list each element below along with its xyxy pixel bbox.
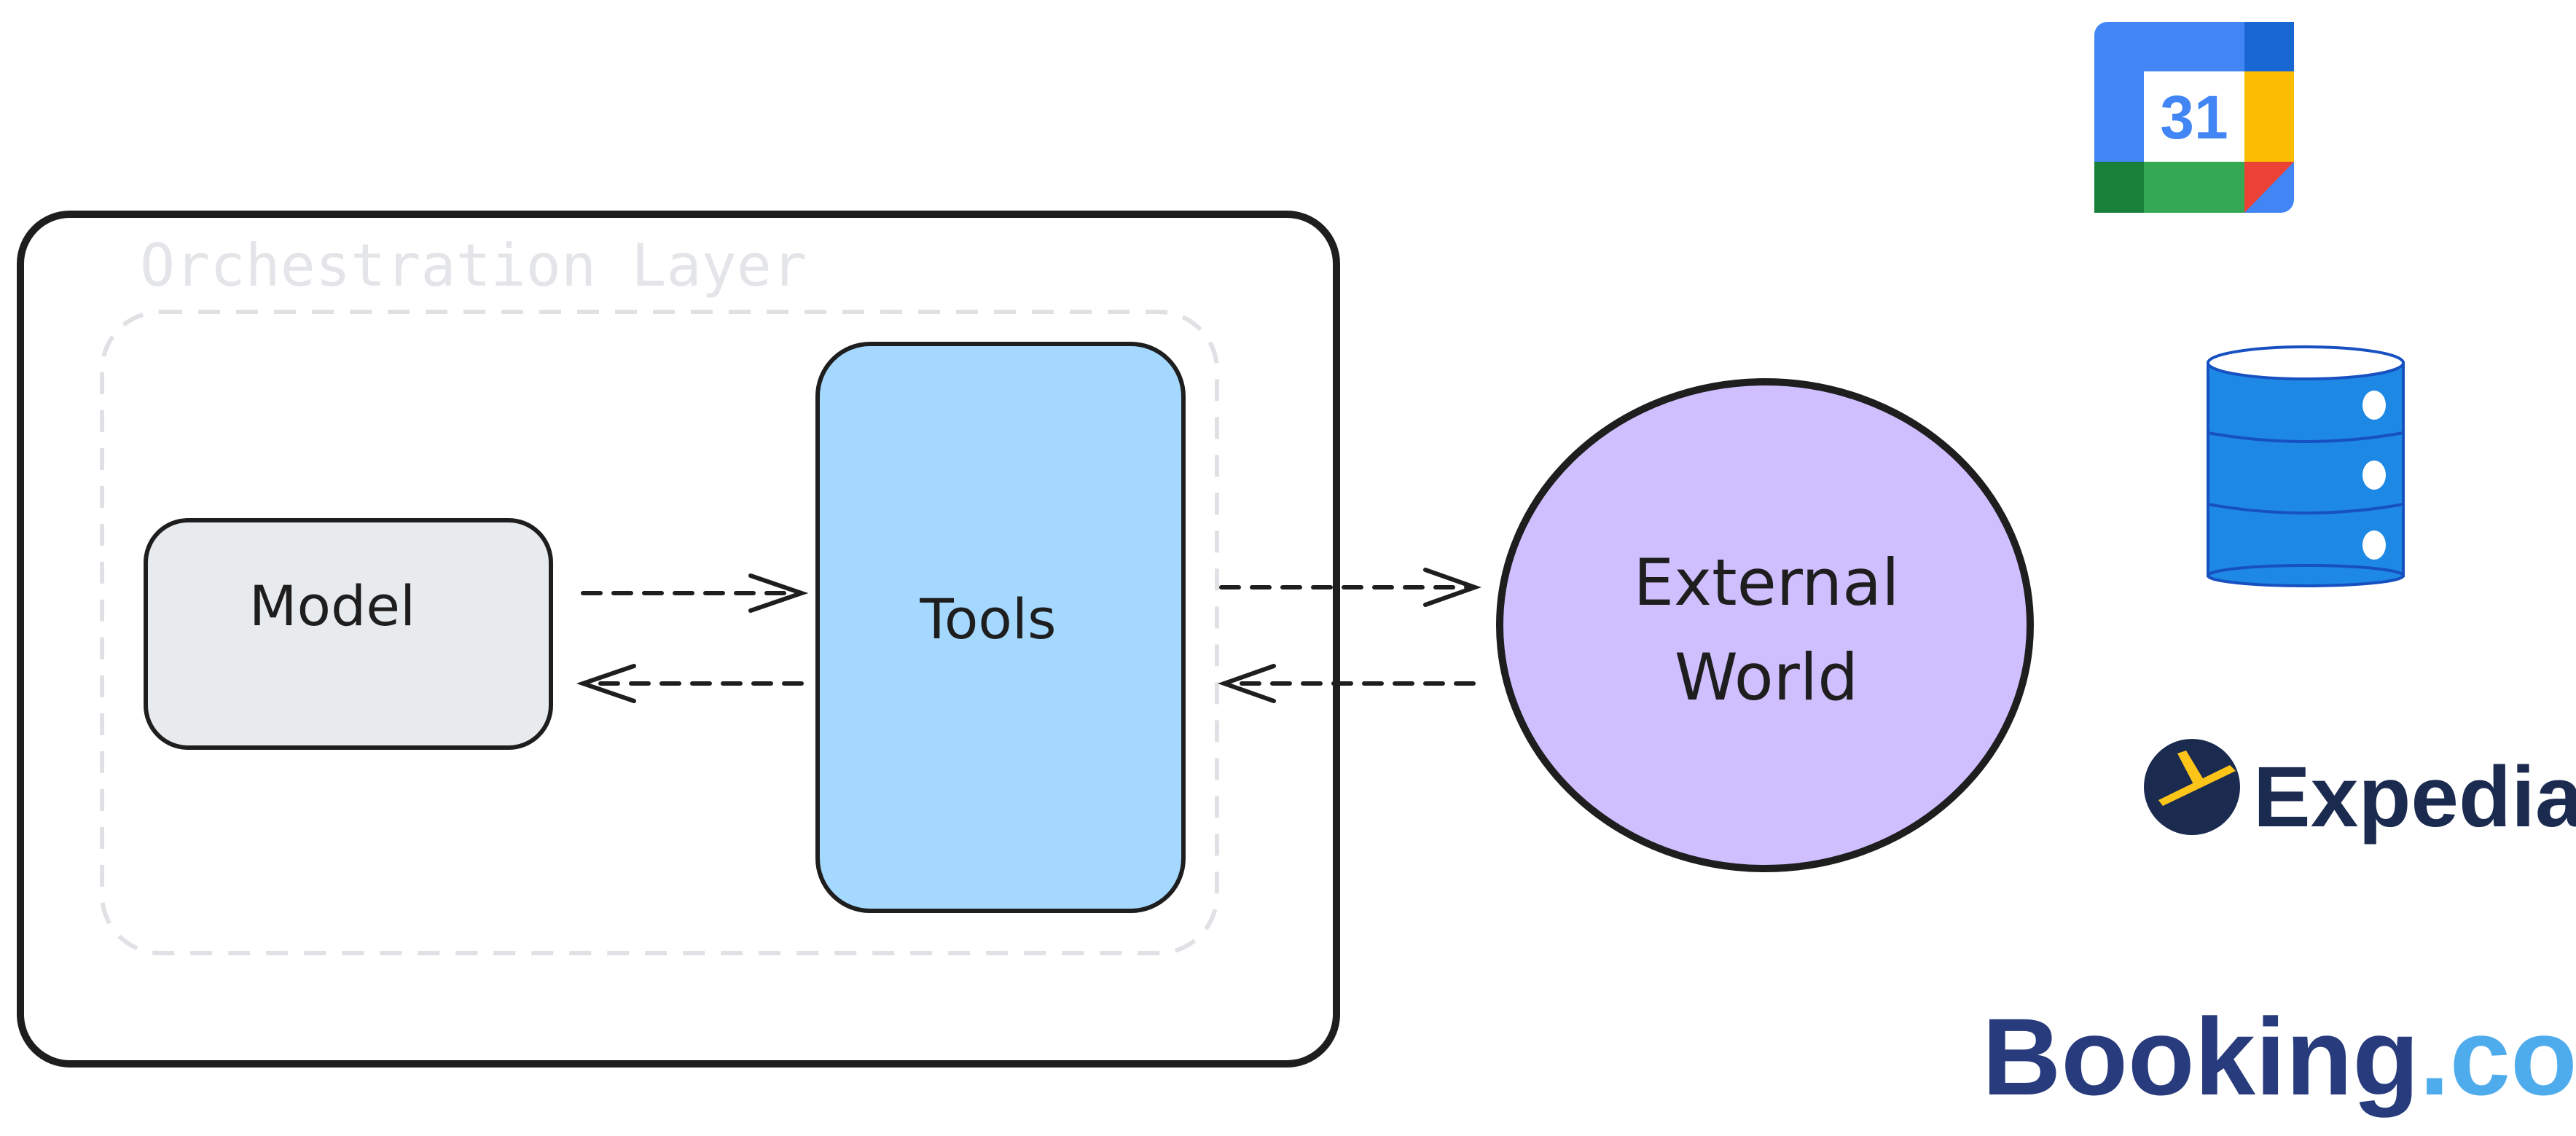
external-world-label-line1: External bbox=[1633, 545, 1899, 620]
arrow-tools-to-model bbox=[576, 664, 804, 703]
calendar-day-number: 31 bbox=[2160, 83, 2228, 152]
booking-suffix: .com bbox=[2419, 995, 2576, 1118]
tools-node: Tools bbox=[815, 342, 1186, 913]
orchestration-layer-boundary bbox=[100, 310, 1219, 955]
arrow-tools-to-external bbox=[1219, 568, 1482, 607]
arrow-external-to-tools bbox=[1217, 664, 1476, 703]
external-world-node: External World bbox=[1496, 378, 2034, 872]
model-label: Model bbox=[249, 573, 415, 638]
external-world-label-line2: World bbox=[1675, 640, 1858, 715]
expedia-logo: Expedia bbox=[2144, 739, 2576, 845]
arrow-model-to-tools bbox=[581, 573, 809, 613]
tools-label: Tools bbox=[919, 587, 1056, 651]
booking-logo: Booking.com bbox=[1982, 995, 2576, 1118]
database-icon bbox=[2207, 345, 2405, 587]
booking-wordmark: Booking bbox=[1982, 995, 2419, 1118]
svg-text:Booking.com: Booking.com bbox=[1982, 995, 2576, 1118]
orchestration-layer-label: Orchestration Layer bbox=[140, 232, 807, 299]
expedia-wordmark: Expedia bbox=[2253, 749, 2576, 845]
google-calendar-icon: 31 bbox=[2094, 22, 2294, 213]
model-node: Model bbox=[144, 518, 553, 750]
